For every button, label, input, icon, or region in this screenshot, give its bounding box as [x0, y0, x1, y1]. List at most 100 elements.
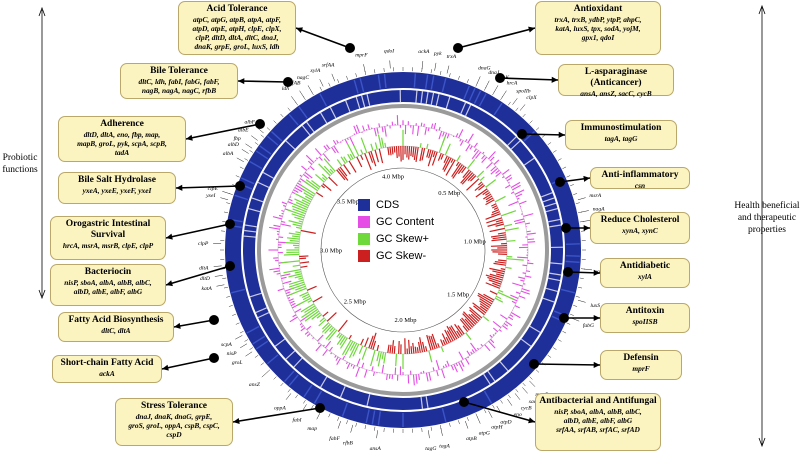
cds-band — [288, 374, 299, 387]
scale-label: 2.5 Mbp — [344, 299, 366, 306]
tick — [573, 305, 578, 307]
gene-tick — [519, 104, 526, 111]
gc-skew-negative — [443, 157, 452, 172]
gc-skew-positive — [426, 143, 429, 149]
gc-skew-negative — [322, 183, 332, 192]
gc-content-bar — [465, 144, 471, 152]
gc-skew-negative — [408, 146, 411, 160]
gc-skew-negative — [485, 274, 503, 281]
arrow-head — [186, 134, 193, 141]
tick — [222, 277, 227, 279]
cds-band — [420, 91, 424, 104]
gc-skew-positive — [303, 180, 318, 192]
gene-label: dnaG — [478, 65, 490, 71]
tick — [232, 313, 236, 316]
gc-skew-negative — [360, 154, 364, 160]
cds-band — [493, 102, 503, 116]
tick — [466, 79, 469, 83]
gc-skew-positive — [321, 323, 331, 333]
gc-skew-positive — [494, 297, 504, 303]
gc-content-bar — [452, 135, 455, 138]
gc-content-bar — [381, 126, 384, 133]
gc-content-bar — [335, 356, 339, 361]
connector-dot — [453, 43, 463, 53]
gc-skew-positive — [300, 303, 315, 313]
gene-tick — [251, 135, 258, 141]
gc-content-bar — [299, 174, 303, 177]
cds-band — [548, 277, 561, 282]
cds-band — [288, 113, 299, 126]
gene-tick — [236, 157, 244, 162]
gc-skew-positive — [376, 351, 380, 362]
cds-band — [523, 157, 535, 166]
gc-content-bar — [502, 325, 508, 330]
gc-skew-negative — [470, 313, 480, 322]
gc-skew-positive — [505, 266, 512, 269]
gc-skew-negative — [500, 268, 506, 271]
cds-band — [366, 93, 371, 106]
tick — [295, 394, 298, 399]
gc-skew-positive — [295, 285, 306, 291]
gc-content-bar — [515, 291, 521, 295]
arrow-head — [166, 280, 173, 287]
connector-dot — [209, 315, 219, 325]
gc-content-bar — [470, 342, 477, 352]
gene-label: map — [307, 426, 317, 432]
gc-skew-negative — [491, 203, 497, 207]
gene-label: tagA — [439, 444, 450, 450]
gc-content-bar — [450, 365, 455, 371]
gc-content-bar — [515, 193, 523, 198]
gene-tick — [522, 387, 528, 394]
gc-skew-negative — [495, 223, 504, 227]
gc-content-bar — [444, 363, 448, 368]
function-genes: clpP, dltD, dltA, dltC, dnaJ, — [195, 33, 279, 42]
gene-tick — [580, 210, 589, 213]
gc-skew-negative — [316, 191, 324, 198]
gc-skew-positive — [298, 220, 303, 223]
cds-band — [441, 407, 447, 422]
connector-line — [457, 27, 536, 49]
gc-skew-positive — [343, 156, 348, 163]
gc-skew-negative — [494, 261, 507, 264]
gc-content-bar — [477, 347, 480, 350]
gc-content-bar — [455, 133, 459, 138]
tick — [280, 113, 284, 118]
gc-skew-positive — [323, 165, 333, 175]
gene-tick — [319, 79, 324, 87]
gene-tick — [213, 265, 222, 267]
gc-skew-positive — [349, 341, 356, 351]
connector-line — [295, 27, 351, 49]
cds-band — [231, 288, 246, 294]
cds-band — [487, 370, 496, 382]
gc-content-bar — [289, 196, 292, 198]
gc-skew-negative — [415, 147, 419, 162]
gc-content-bar — [486, 162, 493, 169]
gc-skew-positive — [377, 351, 382, 367]
gene-label: trxA — [447, 54, 457, 60]
gc-skew-negative — [412, 146, 415, 158]
cds-band — [320, 376, 328, 388]
gc-content-bar — [509, 314, 514, 318]
gc-content-bar — [281, 201, 287, 205]
gene-tick — [446, 65, 450, 74]
gc-content-bar — [510, 181, 521, 188]
tick — [273, 120, 277, 124]
gene-label: pyk — [433, 51, 442, 57]
gc-content-bar — [326, 144, 330, 150]
tick — [573, 193, 578, 195]
gc-content-bar — [283, 204, 287, 207]
function-genes: groS, groL, oppA, cspB, cspC, — [128, 421, 220, 430]
gc-skew-negative — [460, 170, 472, 184]
gc-skew-negative — [487, 221, 504, 227]
cds-band — [520, 338, 532, 347]
gc-content-bar — [386, 373, 388, 381]
gc-content-bar — [505, 174, 512, 180]
gene-label: atpG — [479, 431, 490, 437]
cds-band — [565, 260, 580, 264]
scale-label: 1.5 Mbp — [447, 291, 469, 298]
gc-content-bar — [309, 165, 315, 171]
gc-skew-negative — [443, 155, 448, 163]
tick — [374, 426, 376, 431]
gc-skew-positive — [291, 213, 305, 219]
